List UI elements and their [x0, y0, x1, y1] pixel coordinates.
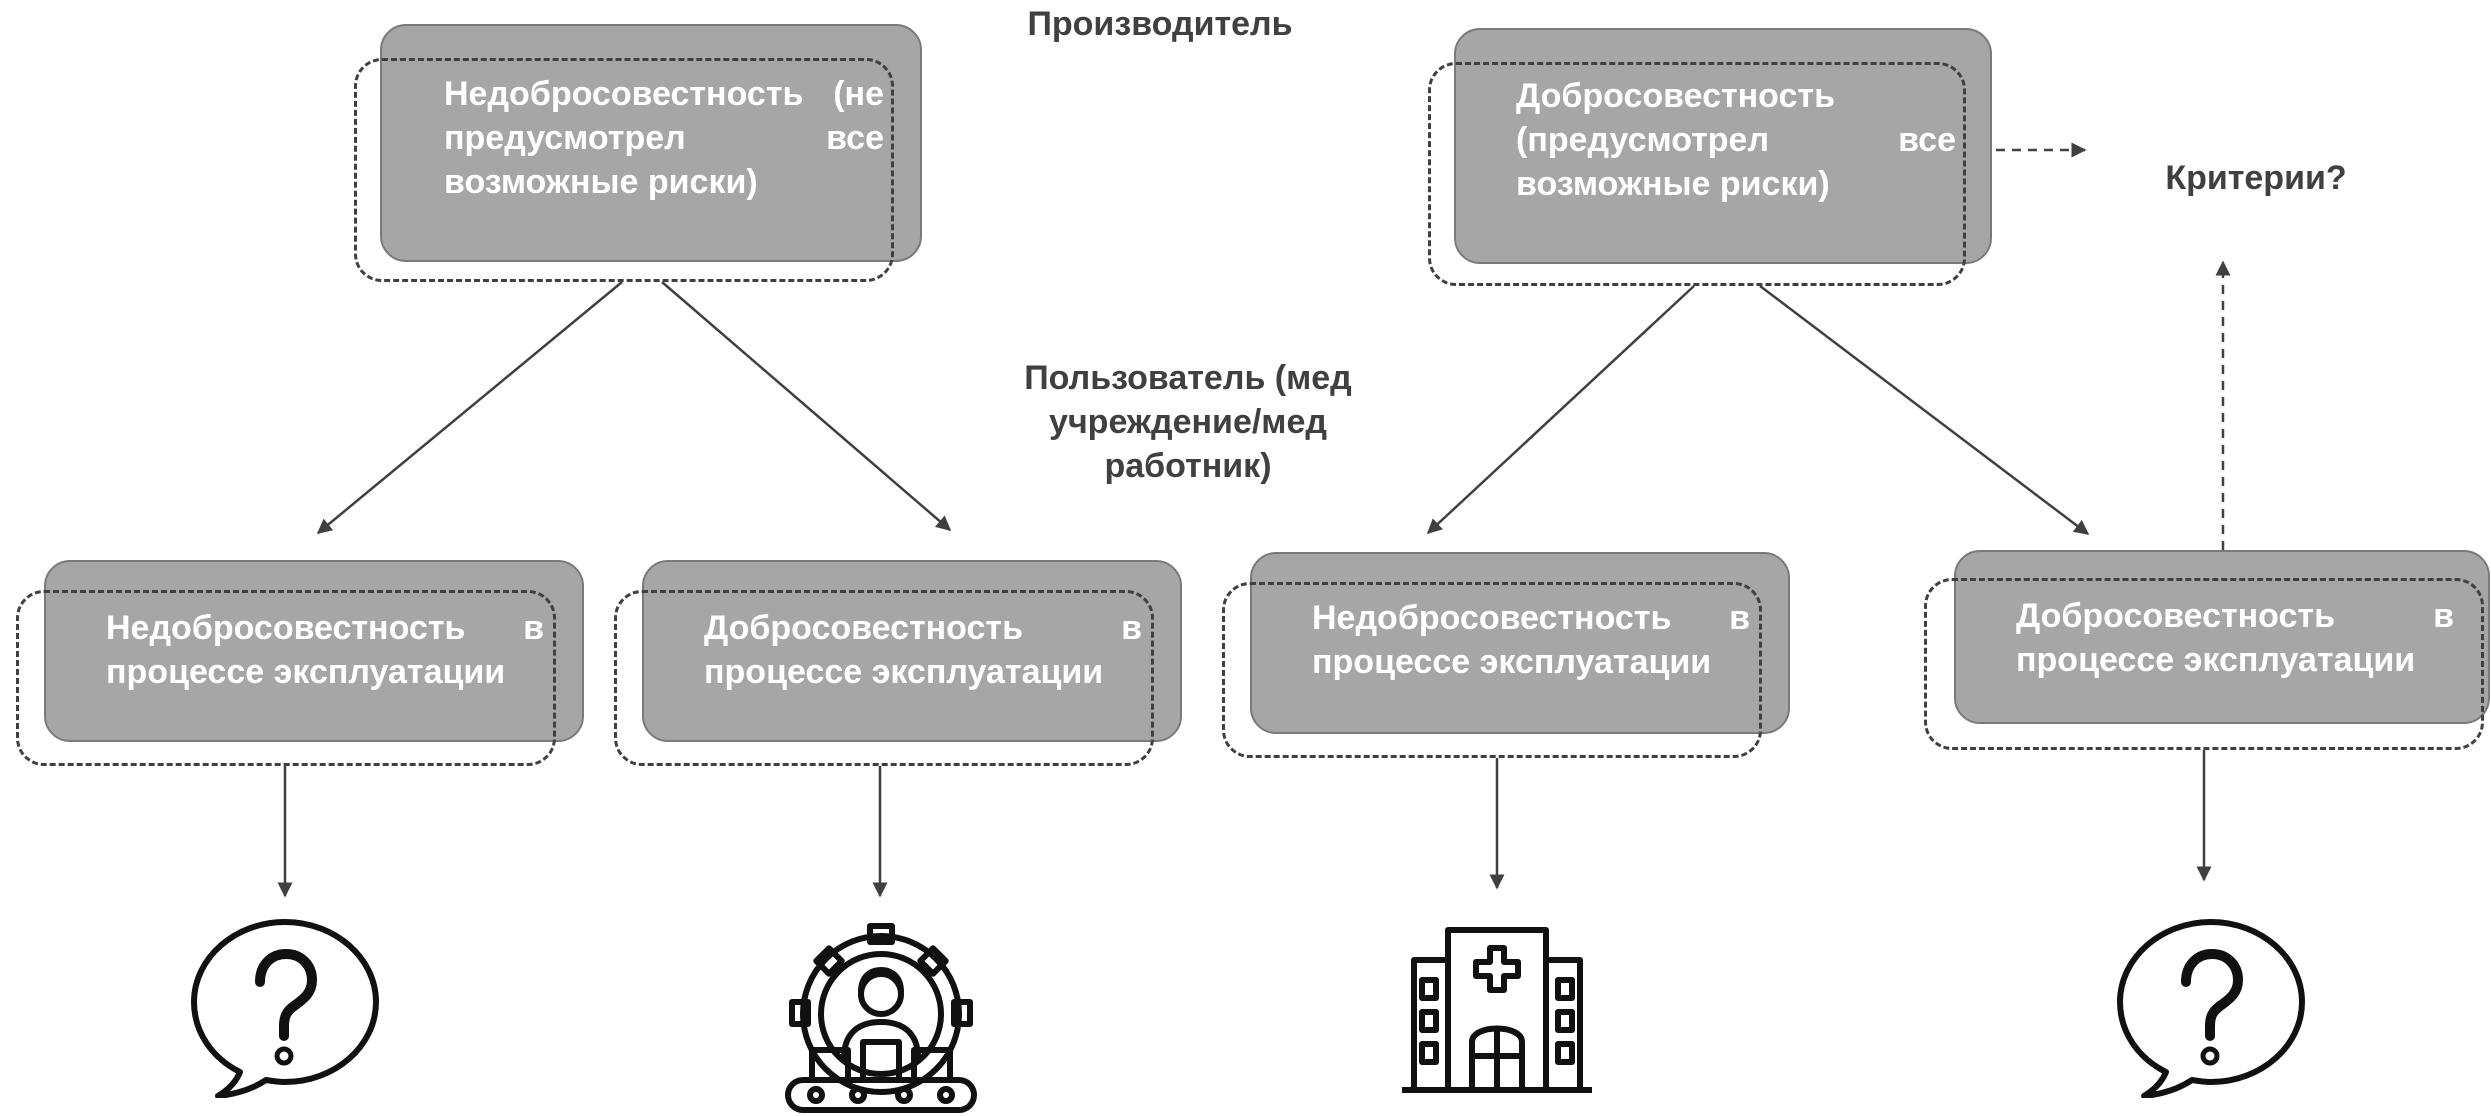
connector-producer-good-to-user-good: [1759, 285, 2090, 535]
user-good-faith-text-2: Добросовестность в процессе эксплуатации: [2016, 597, 2454, 679]
connector-producer-bad-to-user-bad: [316, 281, 623, 534]
producer-bad-faith-text: Недобросовестность (не предусмотрел все …: [444, 75, 884, 201]
producer-bad-faith-dashed-outline: [354, 58, 894, 282]
user-bad-faith-dashed-outline-1: [16, 590, 556, 766]
connector-producer-bad-to-user-good: [661, 281, 952, 531]
user-good-faith-text-1: Добросовестность в процессе эксплуатации: [704, 609, 1142, 691]
producer-good-faith-dashed-outline: [1428, 62, 1966, 286]
question-bubble-icon: [2117, 919, 2305, 1098]
user-bad-faith-text-1: Недобросовестность в процессе эксплуатац…: [106, 609, 544, 691]
hospital-icon: [1402, 927, 1592, 1093]
criteria-label: Критерии?: [2165, 159, 2347, 197]
user-good-faith-dashed-outline-2: [1924, 578, 2484, 750]
producer-good-faith-box: [1454, 28, 1992, 264]
producer-good-faith-text: Добросовестность (предусмотрел все возмо…: [1516, 77, 1956, 203]
connector-producer-good-to-user-bad: [1426, 285, 1695, 535]
producer-label: Производитель: [1027, 5, 1293, 43]
user-bad-faith-text-2: Недобросовестность в процессе эксплуатац…: [1312, 599, 1750, 681]
user-label: Пользователь (мед учреждение/мед работни…: [1024, 359, 1352, 485]
user-bad-faith-dashed-outline-2: [1222, 582, 1762, 758]
question-bubble-icon: [191, 919, 379, 1098]
user-good-faith-dashed-outline-1: [614, 590, 1154, 766]
worker-conveyor-icon: [785, 923, 977, 1113]
producer-bad-faith-box: [380, 24, 922, 262]
